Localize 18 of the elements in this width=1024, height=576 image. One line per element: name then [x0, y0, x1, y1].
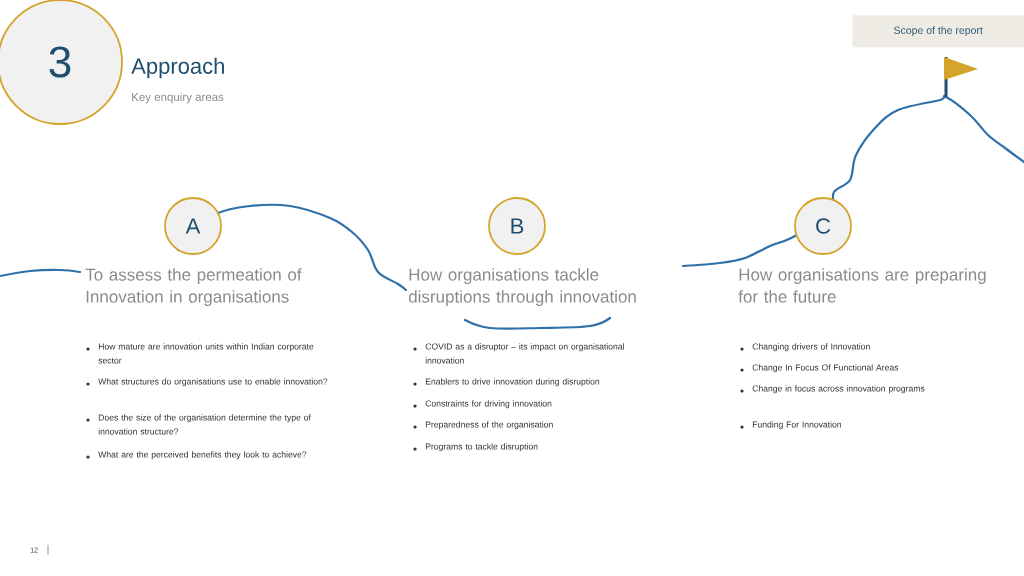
bullet-item: Funding For Innovation: [740, 421, 842, 430]
bullet-item: How mature are innovation units within Indian corporate sector: [86, 343, 314, 364]
bullet-item: Preparedness of the organisation: [413, 421, 553, 430]
bullet-item: COVID as a disruptor – its impact on organisational innovation: [413, 343, 624, 364]
bullet-item: Enablers to drive innovation during disruption: [413, 378, 600, 387]
bullet-item: Does the size of the organisation determine the type of innovation structure?: [86, 414, 311, 435]
bullet-item: Change In Focus Of Functional Areas: [740, 364, 899, 373]
column-heading: How organisations tackle disruptions through innovation: [408, 268, 636, 307]
bullet-item: Changing drivers of Innovation: [740, 343, 870, 352]
column-heading: How organisations are preparing for the future: [738, 268, 986, 303]
title: Approach: [131, 57, 224, 79]
bullet-item: Programs to tackle disruption: [413, 443, 538, 452]
bullet-item: Change in focus across innovation programs: [740, 385, 925, 394]
column-heading: To assess the permeation of Innovation in organisations: [85, 268, 302, 307]
bullet-item: Constraints for driving innovation: [413, 400, 552, 409]
bullet-item: What are the perceived benefits they look to achieve?: [86, 451, 307, 460]
tag-box: Scope of the report: [852, 15, 1024, 48]
bullet-item: What structures do organisations use to enable innovation?: [86, 378, 328, 387]
